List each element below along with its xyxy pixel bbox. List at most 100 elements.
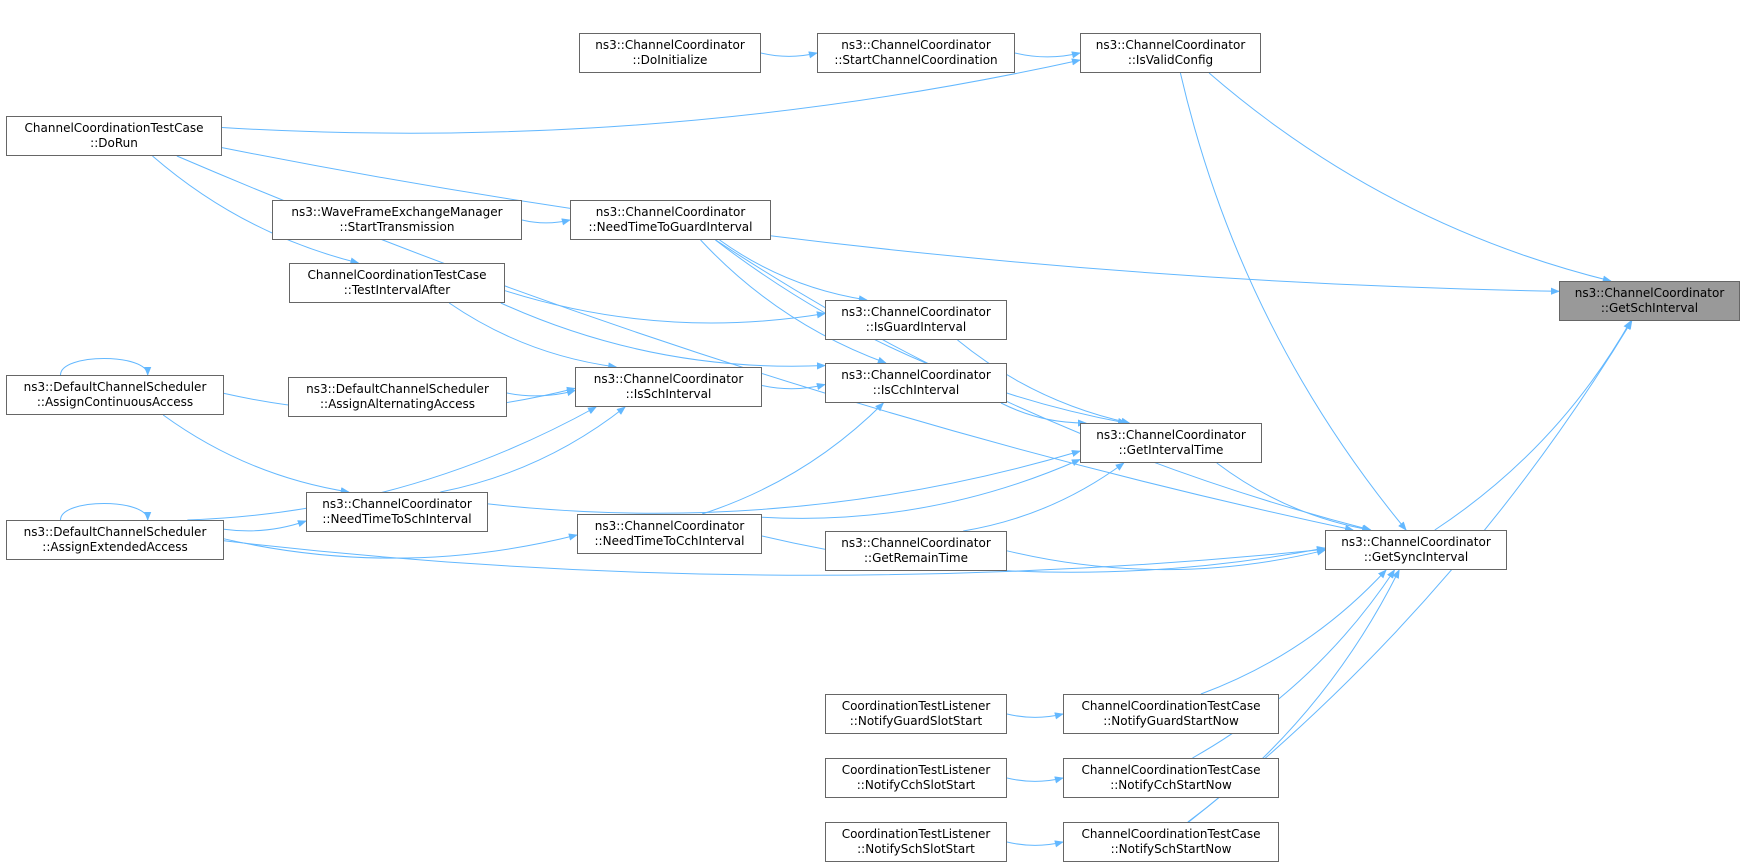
- edge-cct_sch-to-getsch: [1188, 320, 1633, 823]
- edge-grt-to-git: [963, 462, 1125, 532]
- node-isch[interactable]: ns3::ChannelCoordinator::IsSchInterval: [575, 367, 762, 407]
- node-label-line1: ns3::ChannelCoordinator: [595, 205, 746, 219]
- edge-cct_cch-to-getsync: [1192, 569, 1395, 759]
- node-label-line2: ::GetRemainTime: [863, 551, 968, 565]
- node-cct-cch[interactable]: ChannelCoordinationTestCase::NotifyCchSt…: [1063, 758, 1279, 798]
- node-label-line1: ns3::ChannelCoordinator: [593, 372, 744, 386]
- node-label-line1: ns3::ChannelCoordinator: [1574, 286, 1725, 300]
- node-isguard[interactable]: ns3::ChannelCoordinator::IsGuardInterval: [825, 300, 1007, 340]
- node-tia[interactable]: ChannelCoordinationTestCase::TestInterva…: [289, 263, 505, 303]
- node-doinit[interactable]: ns3::ChannelCoordinator::DoInitialize: [579, 33, 761, 73]
- node-label-line2: ::StartTransmission: [339, 220, 455, 234]
- node-aea[interactable]: ns3::DefaultChannelScheduler::AssignExte…: [6, 520, 224, 560]
- node-isvalid[interactable]: ns3::ChannelCoordinator::IsValidConfig: [1080, 33, 1261, 73]
- node-ctl-guard[interactable]: CoordinationTestListener::NotifyGuardSlo…: [825, 694, 1007, 734]
- node-wfem[interactable]: ns3::WaveFrameExchangeManager::StartTran…: [272, 200, 522, 240]
- node-label-line2: ::DoInitialize: [632, 53, 708, 67]
- node-label-line1: CoordinationTestListener: [841, 699, 991, 713]
- edge-tia-to-isch: [448, 302, 618, 370]
- node-iscch[interactable]: ns3::ChannelCoordinator::IsCchInterval: [825, 363, 1007, 403]
- node-label-line1: ns3::ChannelCoordinator: [322, 497, 472, 511]
- node-label-line1: ChannelCoordinationTestCase: [1081, 763, 1261, 777]
- node-label-line1: ChannelCoordinationTestCase: [1081, 827, 1261, 841]
- node-label-line2: ::AssignExtendedAccess: [42, 540, 188, 554]
- node-label-line1: ns3::ChannelCoordinator: [594, 519, 745, 533]
- node-label-line2: ::DoRun: [90, 136, 138, 150]
- node-startcc[interactable]: ns3::ChannelCoordinator::StartChannelCoo…: [817, 33, 1015, 73]
- node-label-line2: ::NeedTimeToSchInterval: [322, 512, 472, 526]
- node-getsch: ns3::ChannelCoordinator::GetSchInterval: [1559, 281, 1740, 321]
- edge-isguard-to-git: [957, 339, 1131, 425]
- node-label-line1: ChannelCoordinationTestCase: [1081, 699, 1261, 713]
- node-label-line1: ns3::ChannelCoordinator: [1096, 428, 1246, 442]
- edge-ntci-to-iscch: [701, 402, 885, 515]
- node-aaa[interactable]: ns3::DefaultChannelScheduler::AssignAlte…: [288, 377, 507, 417]
- node-ntci[interactable]: ns3::ChannelCoordinator::NeedTimeToCchIn…: [577, 514, 762, 554]
- edge-iscch-to-git: [1000, 402, 1087, 427]
- edge-tia-to-isguard: [504, 290, 826, 324]
- edge-ntgi-to-isguard: [719, 239, 868, 303]
- edge-ctl_cch-to-cct_cch: [1006, 776, 1064, 784]
- node-label-line1: ns3::DefaultChannelScheduler: [306, 382, 489, 396]
- node-label-line1: ns3::DefaultChannelScheduler: [23, 380, 207, 394]
- node-label-line2: ::NeedTimeToGuardInterval: [588, 220, 753, 234]
- node-label-line1: ns3::ChannelCoordinator: [841, 368, 991, 382]
- edge-wfem-to-ntgi: [521, 218, 571, 226]
- node-label-line2: ::IsCchInterval: [872, 383, 960, 397]
- node-label-line1: ns3::WaveFrameExchangeManager: [291, 205, 503, 219]
- node-label-line1: CoordinationTestListener: [841, 827, 991, 841]
- node-label-line2: ::GetIntervalTime: [1118, 443, 1224, 457]
- node-dorun[interactable]: ChannelCoordinationTestCase::DoRun: [6, 116, 222, 156]
- edge-isvalid-to-getsync: [1179, 72, 1407, 531]
- edge-ntsi-to-git: [487, 449, 1081, 514]
- edge-ctl_guard-to-cct_guard: [1006, 712, 1064, 720]
- node-label-line2: ::AssignAlternatingAccess: [319, 397, 475, 411]
- edge-isvalid-to-getsch: [1208, 72, 1612, 283]
- node-label-line1: CoordinationTestListener: [841, 763, 991, 777]
- node-grt[interactable]: ns3::ChannelCoordinator::GetRemainTime: [825, 531, 1007, 571]
- node-ctl-sch[interactable]: CoordinationTestListener::NotifySchSlotS…: [825, 822, 1007, 862]
- edge-aea-to-getsync: [223, 540, 1326, 576]
- node-label-line2: ::NeedTimeToCchInterval: [594, 534, 745, 548]
- node-label-line2: ::IsGuardInterval: [865, 320, 967, 334]
- edge-getsync-to-getsch: [1434, 320, 1632, 531]
- edge-isch-to-iscch: [761, 383, 826, 390]
- node-label-line2: ::AssignContinuousAccess: [36, 395, 194, 409]
- node-getsync[interactable]: ns3::ChannelCoordinator::GetSyncInterval: [1325, 530, 1507, 570]
- edge-aea-to-isch: [187, 406, 597, 521]
- node-label-line2: ::NotifySchSlotStart: [857, 842, 975, 856]
- node-cct-guard[interactable]: ChannelCoordinationTestCase::NotifyGuard…: [1063, 694, 1279, 734]
- node-ntsi[interactable]: ns3::ChannelCoordinator::NeedTimeToSchIn…: [306, 492, 488, 532]
- edge-aea-to-ntsi: [223, 520, 307, 532]
- edge-ctl_sch-to-cct_sch: [1006, 840, 1064, 848]
- node-label-line1: ns3::ChannelCoordinator: [841, 38, 991, 52]
- node-label-line2: ::NotifyCchStartNow: [1110, 778, 1232, 792]
- edge-git-to-getsync: [1216, 462, 1372, 533]
- edge-startcc-to-isvalid: [1014, 51, 1081, 59]
- node-label-line1: ns3::DefaultChannelScheduler: [23, 525, 207, 539]
- node-ctl-cch[interactable]: CoordinationTestListener::NotifyCchSlotS…: [825, 758, 1007, 798]
- edge-cct_guard-to-getsync: [1200, 569, 1387, 695]
- edge-aca-to-ntsi: [162, 414, 350, 495]
- edge-aaa-to-isch: [506, 389, 576, 397]
- edge-ntci-to-git: [761, 459, 1081, 519]
- edge-ntsi-to-isch: [440, 406, 626, 493]
- edge-doinit-to-startcc: [760, 51, 818, 59]
- node-cct-sch[interactable]: ChannelCoordinationTestCase::NotifySchSt…: [1063, 822, 1279, 862]
- node-label-line2: ::GetSyncInterval: [1363, 550, 1469, 564]
- node-label-line2: ::NotifyGuardSlotStart: [849, 714, 983, 728]
- node-aca[interactable]: ns3::DefaultChannelScheduler::AssignCont…: [6, 375, 224, 415]
- node-label-line2: ::IsSchInterval: [625, 387, 712, 401]
- node-ntgi[interactable]: ns3::ChannelCoordinator::NeedTimeToGuard…: [570, 200, 771, 240]
- node-label-line2: ::NotifyGuardStartNow: [1103, 714, 1239, 728]
- edge-grt-to-getsync: [1006, 548, 1326, 571]
- edge-dorun-to-tia: [152, 155, 360, 265]
- edge-ntgi-to-iscch: [700, 239, 887, 364]
- node-label-line1: ns3::ChannelCoordinator: [1095, 38, 1246, 52]
- node-git[interactable]: ns3::ChannelCoordinator::GetIntervalTime: [1080, 423, 1262, 463]
- node-label-line2: ::GetSchInterval: [1600, 301, 1699, 315]
- node-label-line1: ChannelCoordinationTestCase: [24, 121, 204, 135]
- edge-dorun-to-getsch: [221, 147, 1560, 295]
